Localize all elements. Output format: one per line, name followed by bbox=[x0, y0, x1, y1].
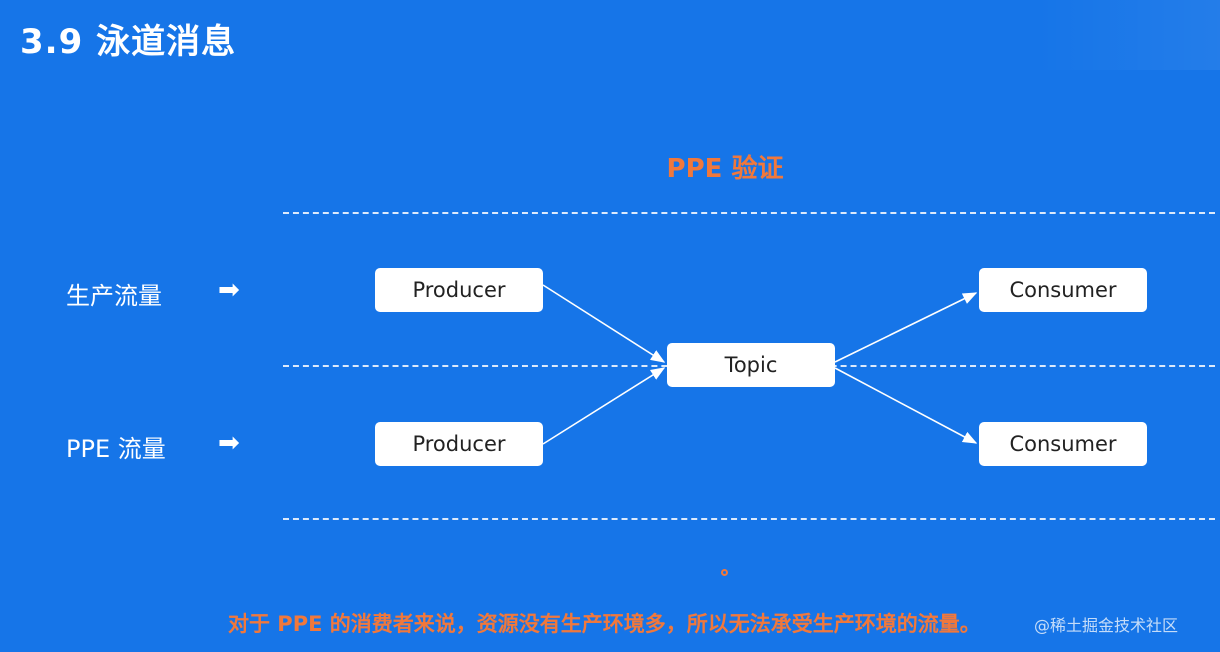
row-label-ppe: PPE 流量 bbox=[66, 435, 166, 463]
slide-title: 3.9 泳道消息 bbox=[20, 22, 237, 62]
consumer-production-node: Consumer bbox=[979, 268, 1147, 312]
edge-topic-to-consumer-bottom bbox=[834, 367, 978, 444]
edge-topic-to-consumer-top bbox=[834, 292, 978, 363]
producer-production-node: Producer bbox=[375, 268, 543, 312]
edge-producer-bottom-to-topic bbox=[542, 367, 666, 445]
topic-node: Topic bbox=[667, 343, 835, 387]
pointer-dot-icon bbox=[721, 569, 728, 576]
row-arrow-ppe-icon: ➡ bbox=[218, 428, 240, 458]
row-arrow-production-icon: ➡ bbox=[218, 275, 240, 305]
footnote-text: 对于 PPE 的消费者来说，资源没有生产环境多，所以无法承受生产环境的流量。 bbox=[228, 612, 981, 636]
row-label-production: 生产流量 bbox=[66, 282, 162, 310]
corner-shade bbox=[1036, 0, 1220, 70]
lane-divider-top bbox=[283, 212, 1215, 214]
watermark: @稀土掘金技术社区 bbox=[1034, 616, 1179, 635]
lane-divider-bottom bbox=[283, 518, 1215, 520]
producer-ppe-node: Producer bbox=[375, 422, 543, 466]
edge-producer-top-to-topic bbox=[542, 284, 666, 363]
consumer-ppe-node: Consumer bbox=[979, 422, 1147, 466]
section-title: PPE 验证 bbox=[666, 154, 784, 184]
